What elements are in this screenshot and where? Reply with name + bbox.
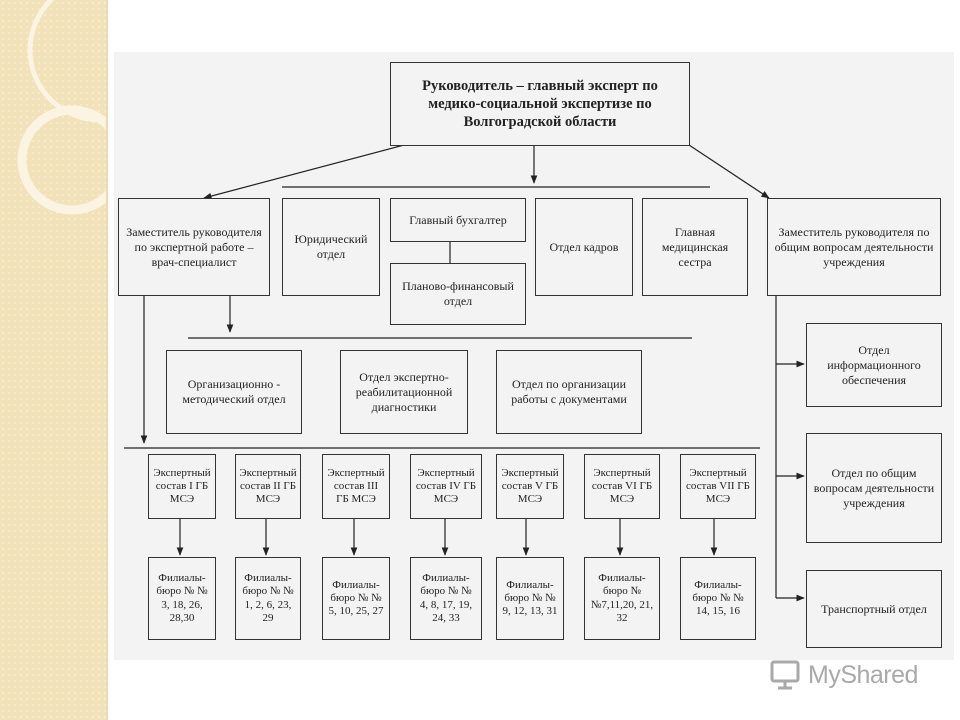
decorative-side-strip <box>0 0 108 720</box>
branches-7-box: Филиалы-бюро № № 14, 15, 16 <box>680 557 756 640</box>
composition-7-box: Экспертный состав VII ГБ МСЭ <box>680 454 756 519</box>
branches-6-box: Филиалы-бюро № №7,11,20, 21, 32 <box>584 557 660 640</box>
branches-3-box: Филиалы-бюро № № 5, 10, 25, 27 <box>322 557 390 640</box>
myshared-logo-icon <box>770 660 800 690</box>
branches-5-box: Филиалы-бюро № № 9, 12, 13, 31 <box>496 557 564 640</box>
connector-lines <box>124 144 805 602</box>
general-affairs-dept-box: Отдел по общим вопросам деятельности учр… <box>806 433 942 543</box>
arrow-head-to-deputy-general <box>688 144 770 199</box>
branches-1-box: Филиалы-бюро № № 3, 18, 26, 28,30 <box>148 557 216 640</box>
composition-5-box: Экспертный состав V ГБ МСЭ <box>496 454 564 519</box>
branches-4-box: Филиалы-бюро № № 4, 8, 17, 19, 24, 33 <box>410 557 482 640</box>
composition-1-box: Экспертный состав I ГБ МСЭ <box>148 454 216 519</box>
rehab-diag-dept-box: Отдел экспертно-реабилитационной диагнос… <box>340 350 468 434</box>
org-method-dept-box: Организационно - методический отдел <box>166 350 302 434</box>
composition-4-box: Экспертный состав IV ГБ МСЭ <box>410 454 482 519</box>
watermark-text: MyShared <box>808 660 918 689</box>
head-box: Руководитель – главный эксперт по медико… <box>390 62 690 146</box>
head-nurse-box: Главная медицинская сестра <box>642 198 748 296</box>
composition-3-box: Экспертный состав III ГБ МСЭ <box>322 454 390 519</box>
planning-finance-box: Планово-финансовый отдел <box>390 263 526 325</box>
chief-accountant-box: Главный бухгалтер <box>390 198 526 242</box>
arrow-head-to-deputy-expert <box>203 144 405 200</box>
hr-dept-box: Отдел кадров <box>535 198 633 296</box>
deputy-expert-box: Заместитель руководителя по экспертной р… <box>118 198 270 296</box>
decorative-rings <box>17 0 106 215</box>
composition-6-box: Экспертный состав VI ГБ МСЭ <box>584 454 660 519</box>
legal-dept-box: Юридический отдел <box>282 198 380 296</box>
info-dept-box: Отдел информационного обеспечения <box>806 323 942 407</box>
documents-dept-box: Отдел по организации работы с документам… <box>496 350 642 434</box>
myshared-watermark: MyShared <box>768 655 938 695</box>
org-chart: Руководитель – главный эксперт по медико… <box>114 52 954 660</box>
branches-2-box: Филиалы-бюро № № 1, 2, 6, 23, 29 <box>235 557 301 640</box>
transport-dept-box: Транспортный отдел <box>806 570 942 648</box>
deputy-general-box: Заместитель руководителя по общим вопрос… <box>767 198 941 296</box>
composition-2-box: Экспертный состав II ГБ МСЭ <box>235 454 301 519</box>
